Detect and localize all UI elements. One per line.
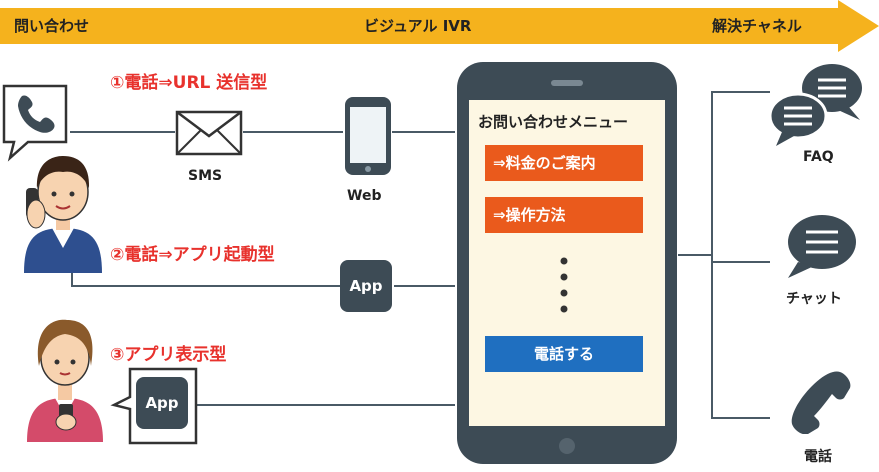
app-icon-method-3: App (136, 377, 188, 429)
method-1-label: ①電話⇒URL 送信型 (110, 73, 268, 93)
header-inquiry-label: 問い合わせ (14, 17, 90, 35)
woman-smartphone-icon (27, 319, 103, 442)
ellipsis-dots (560, 257, 568, 313)
envelope-icon (175, 110, 243, 156)
man-calling-icon (24, 156, 102, 273)
smartphone-web-icon (345, 97, 391, 175)
app-icon-method-2: App (340, 260, 392, 312)
faq-icon (768, 64, 862, 146)
phone-label: 電話 (804, 449, 832, 465)
chat-icon (788, 215, 856, 278)
faq-label: FAQ (803, 149, 834, 165)
menu-title: お問い合わせメニュー (478, 113, 629, 131)
header-arrow (0, 0, 879, 52)
header-visual-ivr-label: ビジュアル IVR (364, 17, 472, 35)
method-2-label: ②電話⇒アプリ起動型 (110, 245, 275, 265)
web-label: Web (347, 188, 382, 204)
header-resolution-label: 解決チャネル (712, 17, 802, 35)
phone-handset-icon (791, 371, 851, 434)
menu-item-pricing[interactable]: ⇒料金のご案内 (485, 145, 643, 181)
phone-bubble-icon (2, 84, 68, 162)
chat-label: チャット (786, 291, 842, 307)
call-button[interactable]: 電話する (485, 336, 643, 372)
menu-item-operation[interactable]: ⇒操作方法 (485, 197, 643, 233)
sms-label: SMS (188, 168, 223, 184)
method-3-label: ③アプリ表示型 (110, 345, 227, 365)
